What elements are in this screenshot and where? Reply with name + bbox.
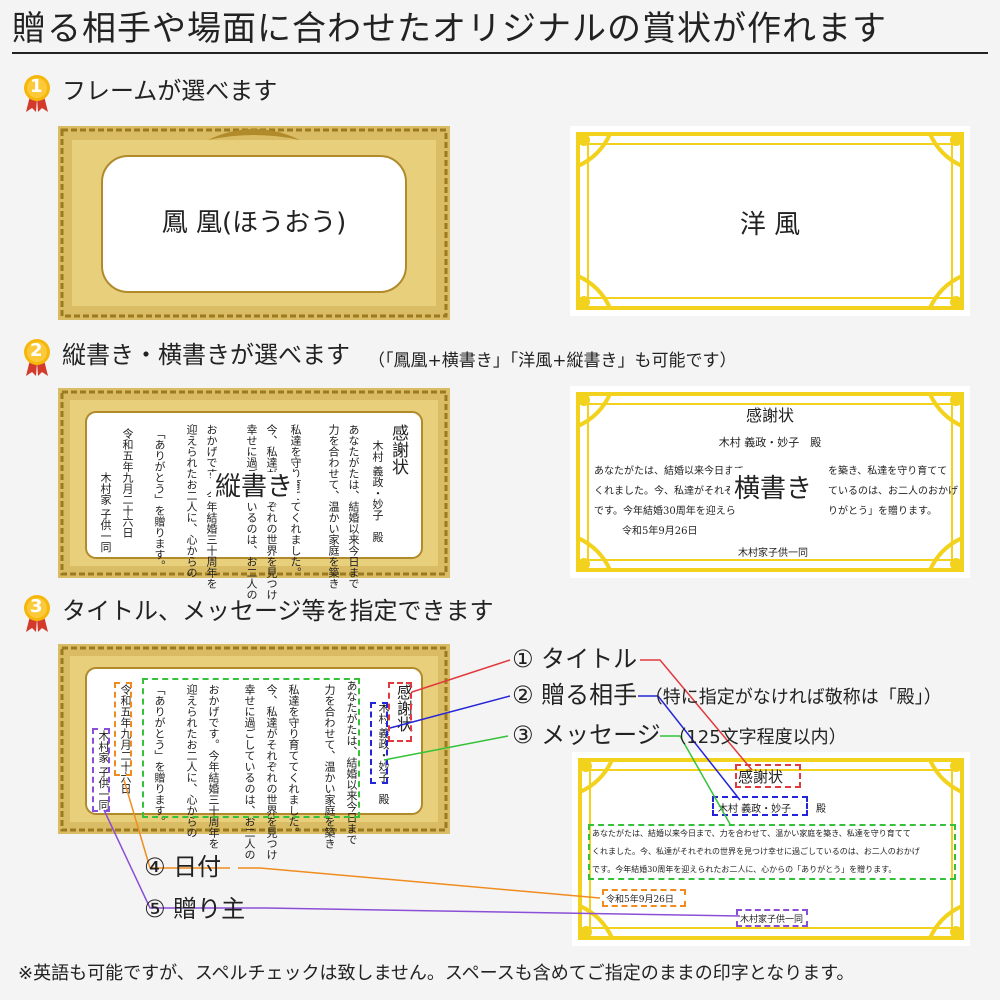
date-highlight [114, 682, 132, 776]
annotated-vertical-certificate: 感謝状 木村 義政・妙子 殿 あなたがたは、結婚以来今日まで 力を合わせて、温か… [58, 644, 450, 860]
horizontal-date: 令和5年9月26日 [622, 526, 698, 537]
western-border-icon [576, 132, 964, 310]
horizontal-title: 感謝状 [745, 406, 794, 425]
detail-title-highlight [735, 764, 801, 788]
sender-highlight [92, 728, 110, 812]
vertical-label: 縦書き [58, 466, 450, 503]
section-3-heading: タイトル、メッセージ等を指定できます [62, 597, 494, 625]
detail-message-highlight [588, 824, 956, 880]
annotated-sender: 木村家 子供一同 [97, 730, 110, 811]
detail-recipient-highlight [712, 796, 808, 816]
vertical-line-4: 今、私達がそれぞれの世界を見つけ [265, 424, 278, 600]
vertical-line-8: 「ありがとう」を贈ります。 [153, 428, 166, 571]
callout-recipient: ② 贈る相手 （特に指定がなければ敬称は「殿」） [512, 680, 942, 713]
horizontal-writing-sample: 感謝状 木村 義政・妙子 殿 あなたがたは、結婚以来今日まで を築き、私達を守り… [570, 386, 970, 578]
callout-date-label: ④ 日付 [144, 853, 222, 881]
western-border-icon [576, 392, 964, 572]
section-2-note: （「鳳凰+横書き」「洋風+縦書き」も可能です） [368, 351, 737, 371]
section-1-heading: フレームが選べます [62, 77, 278, 105]
western-border-icon [578, 758, 964, 940]
annotated-line-1: あなたがたは、結婚以来今日まで [345, 680, 358, 845]
vertical-sender: 木村家 子供一同 [99, 472, 112, 553]
page-title: 贈る相手や場面に合わせたオリジナルの賞状が作れます [12, 6, 988, 54]
callout-message: ③ メッセージ （125文字程度以内） [512, 720, 847, 753]
medal-3-icon [24, 595, 50, 632]
detail-date-highlight [602, 889, 686, 907]
callout-message-label: ③ メッセージ [512, 721, 661, 749]
section-3-number: 3 [30, 596, 43, 617]
section-2-number: 2 [30, 340, 43, 361]
phoenix-frame-label: 鳳 凰(ほうおう) [161, 208, 347, 238]
vertical-recipient: 木村 義政・妙子 殿 [371, 440, 384, 543]
vertical-date: 令和五年九月二十六日 [121, 428, 134, 538]
title-highlight [388, 682, 412, 742]
phoenix-frame-sample: 鳳 凰(ほうおう) [58, 126, 450, 320]
detail-message-2: くれました。今、私達がそれぞれの世界を見つけ幸せに過ごしているのは、お二人のおか… [592, 847, 920, 856]
callout-sender: ⑤ 贈り主 [144, 894, 245, 924]
callout-recipient-note: （特に指定がなければ敬称は「殿」） [644, 687, 942, 708]
callout-title: ① タイトル [512, 644, 637, 674]
detail-recipient: 木村 義政・妙子 [718, 804, 792, 815]
phoenix-border-icon [58, 126, 450, 320]
callout-message-note: （125文字程度以内） [668, 727, 847, 748]
detail-message-3: です。今年結婚30周年を迎えられたお二人に、心からの「ありがとう」を贈ります。 [592, 865, 897, 874]
horizontal-line-2a: くれました。今、私達がそれぞ [594, 486, 734, 497]
vertical-line-6: おかげです。今年結婚三十周年を [205, 424, 218, 589]
annotated-line-2: 力を合わせて、温かい家庭を築き [323, 684, 336, 849]
horizontal-line-1a: あなたがたは、結婚以来今日まで [594, 466, 744, 477]
annotated-line-3: 私達を守り育ててくれました。 [287, 684, 300, 838]
vertical-title: 感謝状 [388, 424, 408, 475]
western-frame-label: 洋 風 [739, 210, 801, 240]
medal-2-icon [24, 339, 50, 376]
section-1-number: 1 [30, 76, 43, 97]
footnote: ※英語も可能ですが、スペルチェックは致しません。スペースも含めてご指定のままの印… [18, 963, 855, 984]
western-frame-sample: 洋 風 [570, 126, 970, 316]
detail-sender: 木村家子供一同 [740, 915, 804, 925]
recipient-highlight [370, 702, 388, 784]
vertical-line-5: 幸せに過ごしているのは、お二人の [245, 424, 258, 600]
annotated-horizontal-certificate: 感謝状 木村 義政・妙子 殿 あなたがたは、結婚以来今日まで、力を合わせて、温か… [572, 752, 970, 946]
detail-date: 令和5年9月26日 [606, 895, 674, 905]
callout-sender-label: ⑤ 贈り主 [144, 895, 246, 923]
vertical-writing-sample: 感謝状 木村 義政・妙子 殿 あなたがたは、結婚以来今日まで 力を合わせて、温か… [58, 388, 450, 600]
horizontal-sender: 木村家子供一同 [738, 548, 808, 559]
detail-title: 感謝状 [738, 768, 784, 786]
horizontal-recipient: 木村 義政・妙子 殿 [718, 436, 822, 449]
medal-1-icon [24, 75, 50, 112]
detail-honorific: 殿 [816, 804, 826, 815]
detail-sender-highlight [736, 909, 808, 927]
vertical-line-7: 迎えられたお二人に、心からの [185, 424, 198, 578]
horizontal-line-3a: です。今年結婚30周年を迎えら [594, 506, 736, 517]
vertical-line-2: 力を合わせて、温かい家庭を築き [327, 424, 340, 589]
horizontal-line-2b: ているのは、お二人のおかげ [828, 486, 958, 497]
annotated-date: 令和五年九月二十六日 [119, 684, 132, 794]
callout-recipient-label: ② 贈る相手 [512, 681, 638, 709]
message-highlight [142, 678, 360, 818]
callout-date: ④ 日付 [144, 852, 221, 882]
horizontal-line-1b: を築き、私達を守り育てて [828, 466, 948, 477]
horizontal-label: 横書き [730, 468, 817, 505]
detail-message-1: あなたがたは、結婚以来今日まで、力を合わせて、温かい家庭を築き、私達を守り育てて [592, 829, 911, 838]
section-2-heading: 縦書き・横書きが選べます [62, 341, 350, 369]
callout-title-label: ① タイトル [512, 645, 638, 673]
horizontal-line-3b: りがとう」を贈ります。 [828, 506, 937, 517]
vertical-line-1: あなたがたは、結婚以来今日まで [347, 424, 360, 589]
